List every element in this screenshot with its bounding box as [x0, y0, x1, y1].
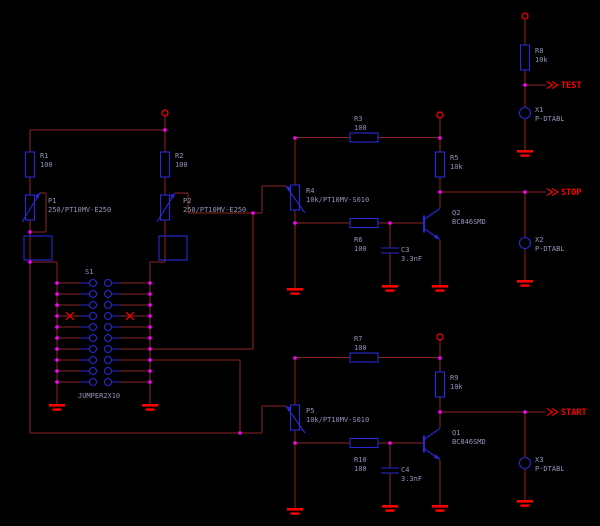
r6-value: 100 — [354, 245, 367, 253]
potentiometer-P2[interactable]: P2 250/PT10MV-E250 — [156, 192, 246, 261]
wires-jumper-rows — [57, 282, 150, 383]
net-flag-start[interactable]: START — [546, 407, 587, 418]
q2-value: BC846SMD — [452, 218, 486, 226]
c4-value: 3.3nF — [401, 475, 422, 483]
ground-icon — [517, 280, 533, 287]
r6-name: R6 — [354, 236, 362, 244]
r1-name: R1 — [40, 152, 48, 160]
x1-name: X1 — [535, 106, 543, 114]
x1-value: P-DTABL — [535, 115, 565, 123]
transistor-Q2[interactable]: Q2 BC846SMD — [423, 208, 486, 240]
transistor-Q1[interactable]: Q1 BC846SMD — [423, 428, 486, 460]
c3-name: C3 — [401, 246, 409, 254]
r4-name: R4 — [306, 187, 314, 195]
terminal-icon — [436, 111, 444, 119]
s1-name: S1 — [85, 268, 93, 276]
c3-value: 3.3nF — [401, 255, 422, 263]
x3-name: X3 — [535, 456, 543, 464]
ground-icon — [382, 285, 398, 292]
net-flag-test[interactable]: TEST — [546, 80, 581, 91]
p5-value: 10k/PT10MV-S010 — [306, 416, 369, 424]
ground-icon — [432, 285, 448, 292]
output-arrow-icon — [546, 407, 559, 417]
tab-connector-X1[interactable]: X1 P-DTABL — [518, 106, 565, 123]
potentiometer-P1[interactable]: P1 250/PT10MV-E250 — [21, 192, 111, 261]
ground-icon — [49, 404, 65, 411]
p5-name: P5 — [306, 407, 314, 415]
r4-value: 10k/PT10MV-S010 — [306, 196, 369, 204]
output-arrow-icon — [546, 187, 559, 197]
r3-name: R3 — [354, 115, 362, 123]
net-flag-stop[interactable]: STOP — [546, 187, 581, 198]
jumper-block-S1[interactable]: S1 JUMPER2X10 — [78, 268, 120, 400]
ground-icon — [287, 508, 303, 515]
pin-circles — [88, 278, 113, 387]
supply-terminals — [161, 12, 529, 341]
resistor-R6[interactable]: R6 100 — [349, 217, 379, 254]
resistor-R3[interactable]: R3 100 — [349, 115, 379, 143]
r2-value: 100 — [175, 161, 188, 169]
terminal-icon — [161, 109, 169, 117]
resistor-R7[interactable]: R7 100 — [349, 335, 379, 363]
wire-layer — [29, 19, 546, 508]
r7-value: 100 — [354, 344, 367, 352]
s1-value: JUMPER2X10 — [78, 392, 120, 400]
x2-name: X2 — [535, 236, 543, 244]
terminal-icon — [521, 12, 529, 20]
r9-value: 10k — [450, 383, 463, 391]
tab-connector-X2[interactable]: X2 P-DTABL — [518, 236, 565, 253]
ground-icon — [142, 404, 158, 411]
r8-name: R8 — [535, 47, 543, 55]
wires-stop-section — [261, 118, 546, 288]
p1-name: P1 — [48, 197, 56, 205]
ground-icon — [517, 500, 533, 507]
tab-connector-X3[interactable]: X3 P-DTABL — [518, 456, 565, 473]
r2-name: R2 — [175, 152, 183, 160]
x3-value: P-DTABL — [535, 465, 565, 473]
r10-name: R10 — [354, 456, 367, 464]
ground-icon — [517, 150, 533, 157]
p2-value: 250/PT10MV-E250 — [183, 206, 246, 214]
wires-test-section — [524, 19, 546, 150]
resistor-R10[interactable]: R10 100 — [349, 437, 379, 474]
q2-name: Q2 — [452, 209, 460, 217]
resistor-R8[interactable]: R8 10k — [519, 44, 549, 71]
net-label-start: START — [561, 408, 587, 418]
capacitor-C3[interactable]: C3 3.3nF — [381, 246, 422, 263]
resistor-R9[interactable]: R9 10k — [434, 371, 464, 398]
output-arrow-icon — [546, 80, 559, 90]
pin-stubs — [80, 282, 120, 383]
x2-value: P-DTABL — [535, 245, 565, 253]
wires-left-section — [29, 116, 286, 434]
trimmer-P5[interactable]: P5 10k/PT10MV-S010 — [285, 404, 369, 434]
capacitor-C4[interactable]: C4 3.3nF — [381, 466, 422, 483]
resistor-R2[interactable]: R2 100 — [159, 151, 188, 178]
ground-icon — [287, 288, 303, 295]
resistor-R5[interactable]: R5 10k — [434, 151, 464, 178]
r9-name: R9 — [450, 374, 458, 382]
r5-value: 10k — [450, 163, 463, 171]
trimmer-R4[interactable]: R4 10k/PT10MV-S010 — [285, 184, 369, 214]
ground-icon — [382, 505, 398, 512]
net-label-stop: STOP — [561, 188, 581, 198]
p1-value: 250/PT10MV-E250 — [48, 206, 111, 214]
q1-name: Q1 — [452, 429, 460, 437]
r7-name: R7 — [354, 335, 362, 343]
q1-value: BC846SMD — [452, 438, 486, 446]
junction-dots — [28, 83, 527, 445]
r3-value: 100 — [354, 124, 367, 132]
r5-name: R5 — [450, 154, 458, 162]
r10-value: 100 — [354, 465, 367, 473]
r1-value: 100 — [40, 161, 53, 169]
c4-name: C4 — [401, 466, 409, 474]
r8-value: 10k — [535, 56, 548, 64]
resistor-R1[interactable]: R1 100 — [24, 151, 53, 178]
net-label-test: TEST — [561, 81, 581, 91]
p2-name: P2 — [183, 197, 191, 205]
terminal-icon — [436, 333, 444, 341]
ground-icon — [432, 505, 448, 512]
